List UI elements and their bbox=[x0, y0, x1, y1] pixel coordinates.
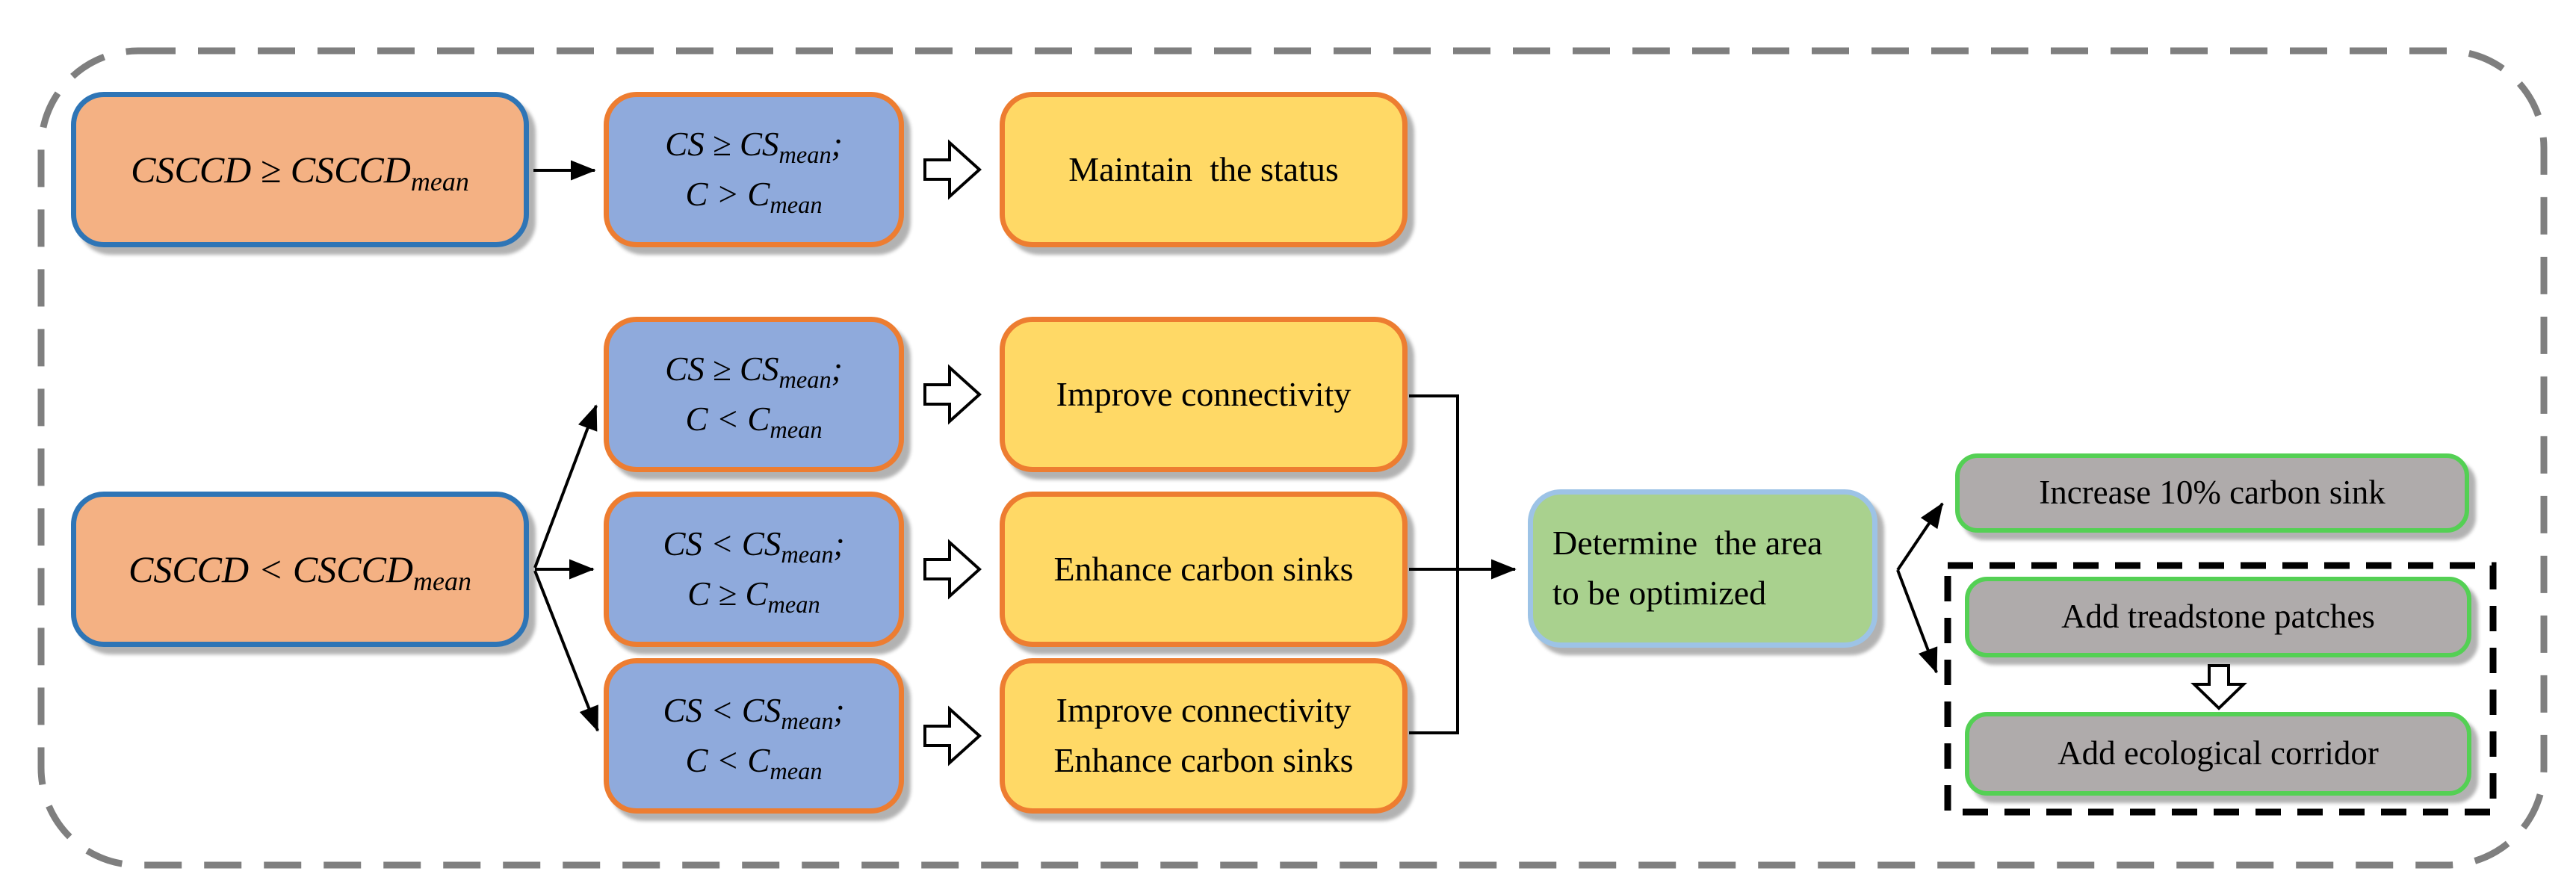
cond-line: CS < CSmean; bbox=[663, 691, 845, 735]
outer-dashed-border bbox=[37, 47, 2548, 869]
box-add-ecological-corridor: Add ecological corridor bbox=[1965, 712, 2471, 796]
determine-line: Determine the area bbox=[1552, 524, 1823, 563]
right-arrow-icon bbox=[923, 705, 982, 766]
arrow-determine-to-corridor-group bbox=[1896, 569, 1938, 674]
cond-line: CS ≥ CSmean; bbox=[665, 350, 843, 394]
box-csccd-ge-label: CSCCD ≥ CSCCDmean bbox=[131, 148, 469, 196]
arrow-csccdlt-to-cond-a bbox=[533, 404, 598, 569]
action-label: Maintain the status bbox=[1068, 149, 1339, 188]
cond-line: CS ≥ CSmean; bbox=[665, 125, 843, 169]
determine-line: to be optimized bbox=[1552, 574, 1767, 612]
box-add-treadstone-patches: Add treadstone patches bbox=[1965, 577, 2471, 657]
box-csccd-lt-label: CSCCD < CSCCDmean bbox=[128, 548, 472, 596]
cond-line: C < Cmean bbox=[685, 742, 823, 785]
action-label: Enhance carbon sinks bbox=[1053, 549, 1354, 588]
box-improve-connectivity: Improve connectivity bbox=[1000, 317, 1408, 472]
box-csccd-lt: CSCCD < CSCCDmean bbox=[71, 492, 529, 647]
box-enhance-carbon-sinks: Enhance carbon sinks bbox=[1000, 492, 1408, 647]
right-arrow-icon bbox=[923, 139, 982, 200]
box-cond-c: CS < CSmean; C < Cmean bbox=[604, 658, 904, 814]
box-cond-b: CS < CSmean; C ≥ Cmean bbox=[604, 492, 904, 647]
cond-line: CS < CSmean; bbox=[663, 524, 845, 569]
action-label: Improve connectivity bbox=[1056, 374, 1352, 413]
cond-line: C ≥ Cmean bbox=[687, 575, 820, 619]
bracket-connector bbox=[1409, 394, 1459, 734]
box-maintain-status: Maintain the status bbox=[1000, 92, 1408, 247]
corridor-group-dashed-border bbox=[1944, 562, 2497, 816]
right-arrow-icon bbox=[923, 539, 982, 600]
down-arrow-icon bbox=[2190, 664, 2247, 710]
cond-line: C < Cmean bbox=[685, 400, 823, 444]
box-determine-area: Determine the area to be optimized bbox=[1528, 489, 1877, 648]
action-label: Enhance carbon sinks bbox=[1053, 741, 1354, 779]
action-label: Improve connectivity bbox=[1056, 691, 1352, 730]
box-cond-top: CS ≥ CSmean; C > Cmean bbox=[604, 92, 904, 247]
right-arrow-icon bbox=[923, 364, 982, 425]
cond-line: C > Cmean bbox=[685, 176, 823, 219]
result-label: Increase 10% carbon sink bbox=[2039, 474, 2385, 512]
box-improve-and-enhance: Improve connectivity Enhance carbon sink… bbox=[1000, 658, 1408, 814]
box-increase-carbon-sink: Increase 10% carbon sink bbox=[1955, 453, 2469, 533]
box-csccd-ge: CSCCD ≥ CSCCDmean bbox=[71, 92, 529, 247]
result-label: Add treadstone patches bbox=[2061, 598, 2375, 636]
result-label: Add ecological corridor bbox=[2058, 734, 2379, 772]
arrow-determine-to-increase bbox=[1896, 502, 1944, 572]
arrow-csccdlt-to-cond-c bbox=[533, 570, 599, 732]
box-cond-a: CS ≥ CSmean; C < Cmean bbox=[604, 317, 904, 472]
